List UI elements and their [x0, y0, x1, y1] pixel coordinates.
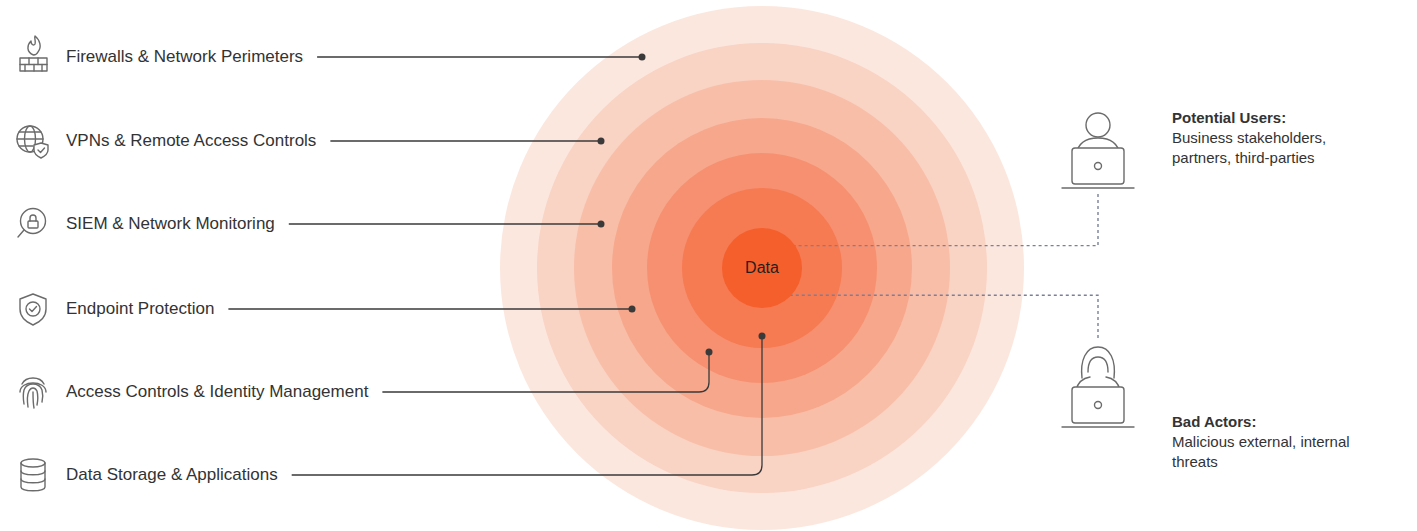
monitoring-icon: [18, 209, 46, 238]
firewall-icon: [20, 36, 47, 71]
layer-label: Endpoint Protection: [66, 298, 214, 320]
leader-line: [382, 352, 709, 392]
layer-label: Access Controls & Identity Management: [66, 381, 368, 403]
node-label: Data: [745, 258, 779, 278]
dashed-connector: [760, 194, 1098, 246]
leader-dot: [598, 221, 605, 228]
layer-label: VPNs & Remote Access Controls: [66, 130, 316, 152]
leader-dot: [598, 138, 605, 145]
fingerprint-icon: [20, 378, 46, 408]
actor-heading: Bad Actors:: [1172, 412, 1358, 432]
layer-label: Data Storage & Applications: [66, 464, 278, 486]
data-circle: Data: [722, 228, 802, 308]
leader-dot: [639, 54, 646, 61]
actor-description: Business stakeholders, partners, third-p…: [1172, 128, 1358, 168]
database-icon: [21, 459, 45, 491]
user-icon: [1062, 113, 1134, 188]
layer-label: Firewalls & Network Perimeters: [66, 46, 303, 68]
leader-dot: [629, 306, 636, 313]
leader-lines: [228, 54, 765, 476]
actor-group: Potential Users:Business stakeholders, p…: [1060, 104, 1358, 190]
actor-description: Malicious external, internal threats: [1172, 432, 1358, 472]
leader-line: [228, 308, 632, 309]
actor-group: Bad Actors:Malicious external, internal …: [1060, 342, 1358, 472]
layer-label: SIEM & Network Monitoring: [66, 213, 275, 235]
globe-icon: [17, 126, 48, 158]
actor-heading: Potential Users:: [1172, 108, 1358, 128]
leader-line: [330, 140, 601, 141]
hooded-attacker-icon: [1062, 347, 1134, 427]
leader-line: [289, 223, 601, 224]
leader-line: [292, 336, 762, 475]
circle-fill: [722, 228, 802, 308]
leader-dot: [706, 349, 713, 356]
dashed-connector: [760, 295, 1098, 338]
leader-line: [317, 56, 642, 57]
leader-dot: [759, 333, 766, 340]
shield-icon: [20, 294, 46, 325]
